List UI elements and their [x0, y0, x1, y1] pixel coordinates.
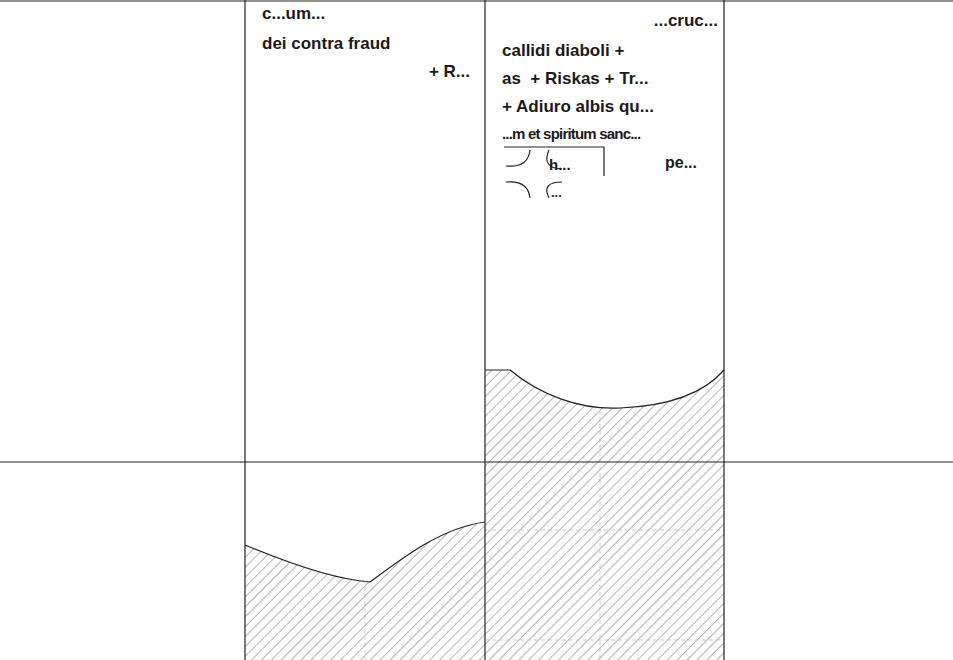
inscription-line: ...m et spiritum sanc...	[502, 124, 640, 144]
lost-area	[485, 370, 724, 660]
inscription-line: pe...	[665, 153, 697, 173]
inscription-line: as + Riskas + Tr...	[502, 69, 649, 89]
inscription-cell: ...cruc... callidi diaboli + as + Riskas +…	[485, 0, 724, 462]
break-edge	[245, 522, 485, 582]
inscription-line: dei contra fraud	[262, 34, 390, 54]
inscription-cell: c...um... dei contra fraud + R...	[245, 0, 485, 462]
inscription-line: ...	[551, 183, 562, 203]
inscription-line: + R...	[429, 62, 470, 82]
break-edge	[485, 370, 724, 408]
lost-area	[245, 522, 485, 660]
inscription-line: + Adiuro albis qu...	[502, 97, 654, 117]
inscription-line: callidi diaboli +	[502, 41, 624, 61]
guide-lines	[365, 410, 724, 660]
inscription-line: ...cruc...	[654, 11, 718, 31]
inscription-line: h...	[549, 155, 571, 175]
inscription-line: c...um...	[262, 4, 325, 24]
